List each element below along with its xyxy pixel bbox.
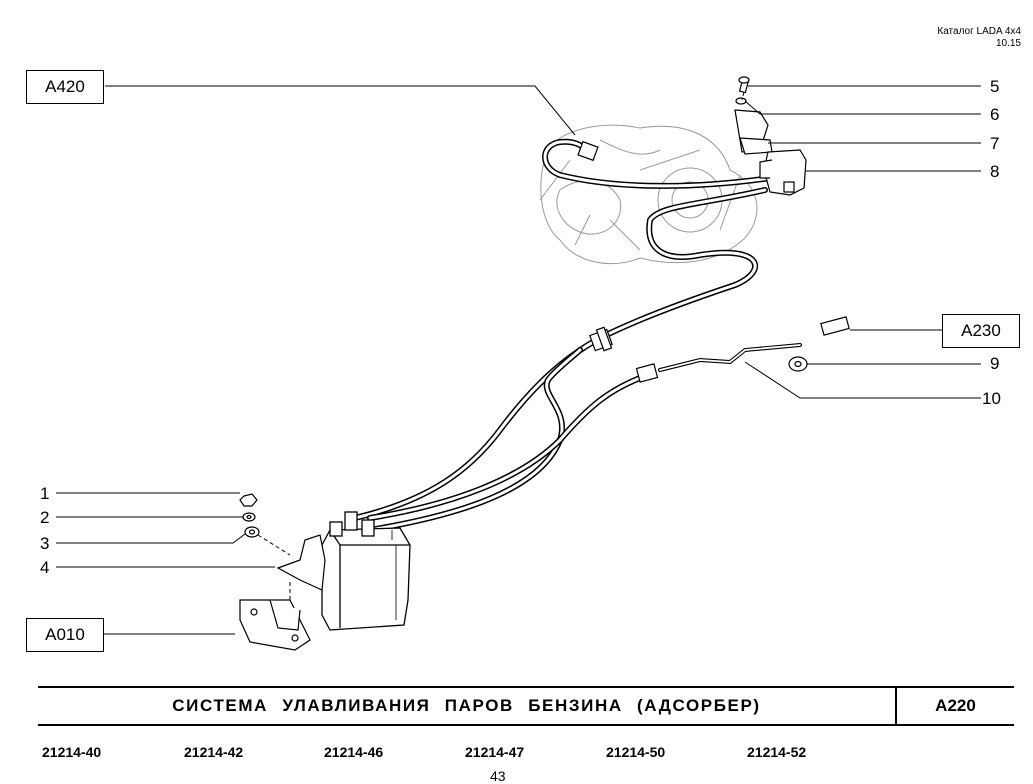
- page-number: 43: [490, 768, 506, 784]
- grommet-part-9: [788, 356, 808, 372]
- hoses: [352, 138, 802, 533]
- callout-7: 7: [990, 134, 1000, 153]
- parts-drawing: [56, 76, 981, 651]
- model-code: 21214-40: [42, 744, 102, 760]
- leader-lines: [56, 85, 981, 635]
- callout-6: 6: [990, 105, 1000, 124]
- reference-a420[interactable]: А420: [26, 70, 104, 104]
- callout-10: 10: [982, 389, 1001, 408]
- catalog-version: 10.15: [995, 38, 1021, 49]
- valve-assembly: [734, 109, 807, 196]
- model-code: 21214-50: [606, 744, 666, 760]
- model-code: 21214-42: [184, 744, 244, 760]
- tube-a230: [820, 316, 850, 336]
- model-code: 21214-47: [465, 744, 525, 760]
- section-title: СИСТЕМА УЛАВЛИВАНИЯ ПАРОВ БЕНЗИНА (АДСОР…: [172, 696, 761, 715]
- reference-a010[interactable]: А010: [26, 618, 104, 652]
- section-title-block: СИСТЕМА УЛАВЛИВАНИЯ ПАРОВ БЕНЗИНА (АДСОР…: [38, 686, 1014, 726]
- callout-4: 4: [40, 558, 50, 577]
- section-code: А220: [895, 688, 1014, 724]
- callout-5: 5: [990, 77, 1000, 96]
- callout-2: 2: [40, 508, 50, 527]
- adsorber-canister: [321, 511, 411, 631]
- catalog-name: Каталог LADA 4x4: [937, 26, 1021, 37]
- fasteners-1-3: [239, 493, 260, 538]
- callout-3: 3: [40, 534, 50, 553]
- canister-bracket: [239, 534, 326, 651]
- hose-fittings: [577, 140, 659, 383]
- model-code: 21214-46: [324, 744, 384, 760]
- callout-8: 8: [990, 162, 1000, 181]
- callout-9: 9: [990, 354, 1000, 373]
- model-list: 21214-40 21214-42 21214-46 21214-47 2121…: [42, 744, 942, 760]
- catalog-header: Каталог LADA 4x4 10.15: [937, 26, 1021, 50]
- model-code: 21214-52: [747, 744, 807, 760]
- bolt-washer: [735, 76, 750, 105]
- engine-outline: [539, 124, 758, 265]
- callout-1: 1: [40, 484, 50, 503]
- reference-a230[interactable]: А230: [942, 314, 1020, 348]
- dash-lines: [257, 91, 745, 600]
